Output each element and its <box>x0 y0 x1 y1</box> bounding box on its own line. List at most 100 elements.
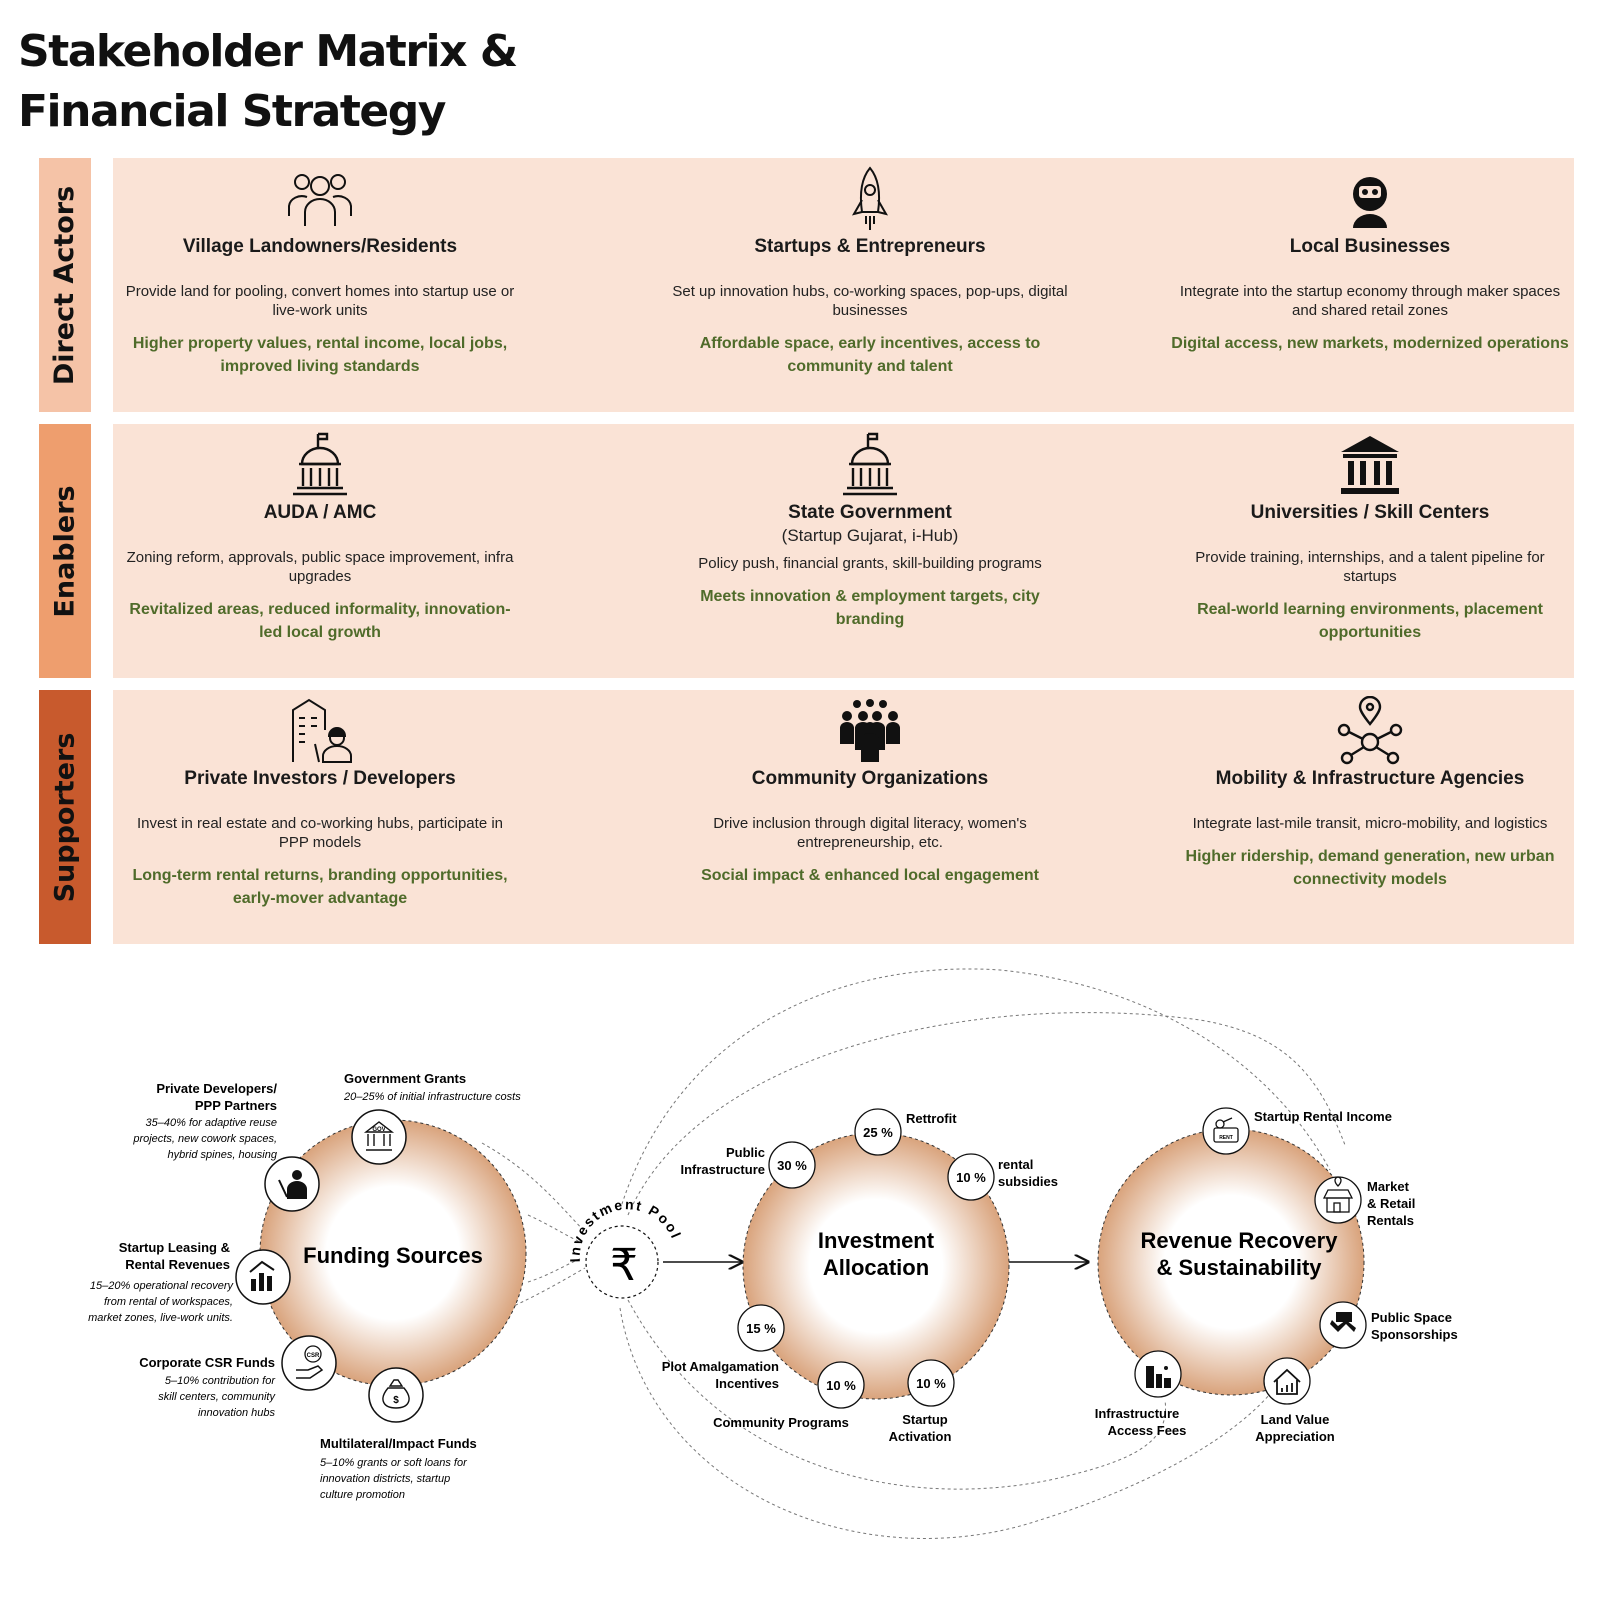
allocation-label: subsidies <box>998 1174 1058 1189</box>
csr-hand-icon <box>304 1345 322 1363</box>
revenue-center-1: Revenue Recovery <box>1141 1228 1339 1253</box>
csr-title: Corporate CSR Funds <box>139 1355 275 1370</box>
multi-note-1: 5–10% grants or soft loans for <box>320 1457 468 1469</box>
private-note-3: hybrid spines, housing <box>168 1149 278 1161</box>
allocation-center-1: Investment <box>818 1228 935 1253</box>
allocation-item: 15 % Plot Amalgamation Incentives <box>662 1304 785 1391</box>
allocation-item: 10 % Startup Activation <box>889 1359 955 1444</box>
leasing-note-2: from rental of workspaces, <box>104 1296 233 1308</box>
stakeholder-role: Drive inclusion through digital literacy… <box>713 815 1027 851</box>
leasing-title-2: Rental Revenues <box>125 1257 230 1272</box>
market-stall-icon <box>1322 1176 1354 1213</box>
stakeholder-benefit: Affordable space, early incentives, acce… <box>699 335 1041 375</box>
stakeholder-benefit: Higher ridership, demand generation, new… <box>1185 848 1555 888</box>
revenue-label: Appreciation <box>1255 1429 1335 1444</box>
leasing-note-1: 15–20% operational recovery <box>90 1280 235 1292</box>
stakeholder-benefit: Social impact & enhanced local engagemen… <box>701 867 1039 884</box>
stakeholder-card: Community Organizations Drive inclusion … <box>670 696 1070 887</box>
house-growth-icon <box>1273 1368 1301 1395</box>
row-label-supporters: Supporters <box>39 690 91 944</box>
city-infrastructure-icon <box>1146 1366 1171 1388</box>
revenue-label: Land Value <box>1261 1412 1330 1427</box>
stakeholder-role: Invest in real estate and co-working hub… <box>136 815 504 851</box>
allocation-percent: 10 % <box>826 1378 856 1393</box>
corporate-csr-node: CSR Corporate CSR Funds 5–10% contributi… <box>139 1335 337 1419</box>
investment-pool: ₹ Investment Pool <box>567 1196 683 1299</box>
allocation-center-2: Allocation <box>823 1255 929 1280</box>
title-line-1: Stakeholder Matrix & <box>18 26 518 77</box>
allocation-label: Rettrofit <box>906 1111 957 1126</box>
allocation-label: Plot Amalgamation <box>662 1359 779 1374</box>
private-note-2: projects, new cowork spaces, <box>132 1133 277 1145</box>
row-panel-enablers: AUDA / AMC Zoning reform, approvals, pub… <box>113 424 1574 678</box>
allocation-percent: 15 % <box>746 1321 776 1336</box>
rocket-icon <box>851 166 889 230</box>
stakeholder-card: Universities / Skill Centers Provide tra… <box>1170 430 1570 644</box>
stakeholder-name: Local Businesses <box>1289 236 1451 257</box>
stakeholder-role: Zoning reform, approvals, public space i… <box>126 549 514 585</box>
private-title-2: PPP Partners <box>195 1098 277 1113</box>
revenue-label: Public Space <box>1371 1310 1452 1325</box>
rupee-icon: ₹ <box>610 1241 638 1290</box>
allocation-label: Incentives <box>715 1376 779 1391</box>
stakeholder-benefit: Meets innovation & employment targets, c… <box>700 588 1040 628</box>
private-note-1: 35–40% for adaptive reuse <box>146 1117 277 1129</box>
government-building-icon <box>843 432 897 496</box>
page-title: Stakeholder Matrix & Financial Strategy <box>18 22 518 142</box>
row-label-direct-actors: Direct Actors <box>39 158 91 412</box>
people-group-icon <box>288 174 352 226</box>
stakeholder-benefit: Real-world learning environments, placem… <box>1197 601 1543 641</box>
stakeholder-name: Community Organizations <box>751 768 989 789</box>
rent-key-icon <box>1213 1117 1239 1143</box>
stakeholder-name: AUDA / AMC <box>263 502 377 523</box>
stakeholder-name: Private Investors / Developers <box>184 768 456 789</box>
revenue-label: Startup Rental Income <box>1254 1109 1392 1124</box>
stakeholder-benefit: Revitalized areas, reduced informality, … <box>129 601 511 641</box>
revenue-item: Public Space Sponsorships <box>1319 1301 1458 1349</box>
allocation-label: Startup <box>902 1412 948 1427</box>
revenue-item: Market & Retail Rentals <box>1314 1176 1415 1228</box>
revenue-label: & Retail <box>1367 1196 1415 1211</box>
revenue-label: Access Fees <box>1108 1423 1187 1438</box>
stakeholder-role: Policy push, financial grants, skill-bui… <box>698 555 1042 572</box>
allocation-percent: 30 % <box>777 1158 807 1173</box>
csr-note-1: 5–10% contribution for <box>165 1375 276 1387</box>
revenue-item: Infrastructure Access Fees <box>1095 1350 1187 1438</box>
stakeholder-name: Startups & Entrepreneurs <box>754 236 986 257</box>
revenue-label: Sponsorships <box>1371 1327 1458 1342</box>
government-building-icon <box>293 432 347 496</box>
rental-growth-icon <box>249 1260 275 1291</box>
shopkeeper-icon <box>1353 177 1387 228</box>
stakeholder-name: Village Landowners/Residents <box>182 236 458 257</box>
money-bag-icon <box>382 1379 410 1409</box>
allocation-label: Public <box>726 1145 765 1160</box>
revenue-label: Rentals <box>1367 1213 1414 1228</box>
allocation-percent: 25 % <box>863 1125 893 1140</box>
row-label-enablers: Enablers <box>39 424 91 678</box>
gov-title: Government Grants <box>344 1071 466 1086</box>
leasing-note-3: market zones, live-work units. <box>88 1312 233 1324</box>
allocation-item: 10 % rental subsidies <box>947 1153 1058 1201</box>
government-grants-node: GOV Government Grants 20–25% of initial … <box>343 1071 521 1165</box>
funding-center-label: Funding Sources <box>303 1243 483 1268</box>
allocation-label: Activation <box>889 1429 952 1444</box>
stakeholder-benefit: Digital access, new markets, modernized … <box>1171 335 1569 352</box>
title-line-2: Financial Strategy <box>18 86 446 137</box>
stakeholder-role: Provide training, internships, and a tal… <box>1195 549 1545 585</box>
allocation-percent: 10 % <box>916 1376 946 1391</box>
developer-building-icon <box>292 698 352 763</box>
stakeholder-card: Mobility & Infrastructure Agencies Integ… <box>1170 696 1570 891</box>
stakeholder-card: Local Businesses Integrate into the star… <box>1170 164 1570 355</box>
stakeholder-card: AUDA / AMC Zoning reform, approvals, pub… <box>120 430 520 644</box>
stakeholder-name: Universities / Skill Centers <box>1250 502 1490 523</box>
stakeholder-card: State Government (Startup Gujarat, i-Hub… <box>670 430 1070 631</box>
financial-strategy-diagram: Funding Sources GOV Government Grants 20… <box>88 968 1458 1539</box>
svg-text:$: $ <box>393 1395 399 1406</box>
stakeholder-benefit: Long-term rental returns, branding oppor… <box>132 867 508 907</box>
allocation-percent: 10 % <box>956 1170 986 1185</box>
developer-icon <box>278 1170 307 1199</box>
revenue-label: Infrastructure <box>1095 1406 1180 1421</box>
leasing-title-1: Startup Leasing & <box>119 1240 230 1255</box>
stakeholder-benefit: Higher property values, rental income, l… <box>132 335 508 375</box>
handshake-icon <box>1330 1312 1356 1332</box>
